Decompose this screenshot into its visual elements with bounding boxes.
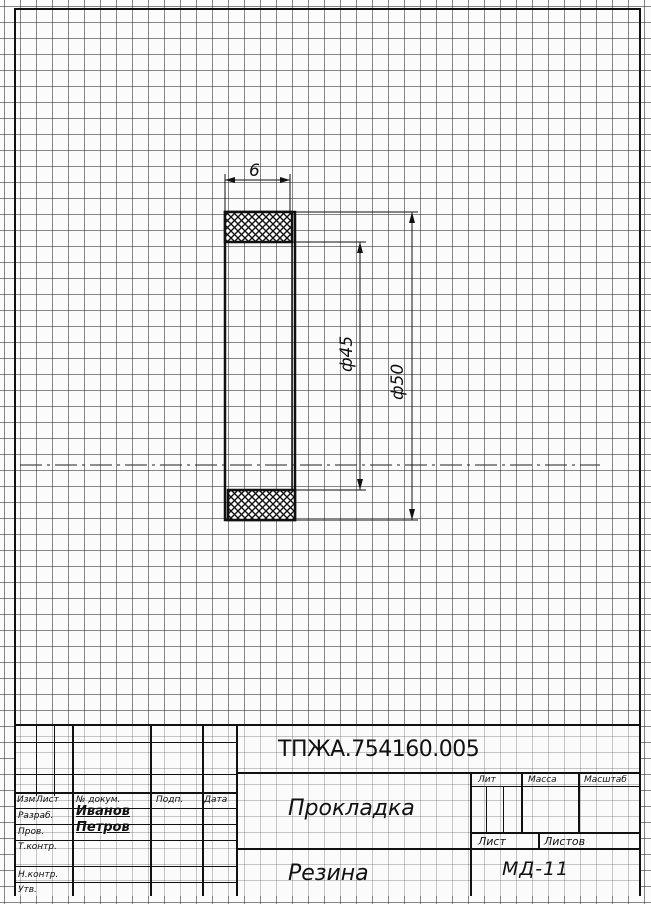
tb-header-doc-no: № докум. — [76, 795, 121, 805]
title-block: Изм Лист № докум. Подп. Дата Разраб. Про… — [16, 724, 639, 896]
tb-vline — [470, 772, 472, 896]
tb-hline — [16, 742, 236, 743]
tb-role-approved: Утв. — [18, 885, 37, 895]
tb-part-name: Прокладка — [288, 796, 415, 821]
tb-hline — [16, 866, 236, 867]
tb-vline — [54, 726, 55, 796]
tb-vline — [72, 726, 74, 896]
tb-vline — [521, 772, 523, 834]
tb-meta-sheets: Листов — [544, 835, 586, 848]
tb-hline — [236, 848, 639, 850]
tb-hline — [16, 824, 236, 825]
tb-hline — [470, 786, 639, 787]
tb-meta-mass: Масса — [528, 775, 557, 785]
tb-vline — [202, 726, 204, 896]
width-arrow-right — [280, 177, 290, 183]
tb-hline — [470, 832, 639, 834]
tb-vline — [150, 726, 152, 896]
tb-hline — [16, 774, 236, 775]
tb-vline — [36, 726, 37, 796]
tb-vline — [538, 832, 540, 848]
tb-header-date: Дата — [204, 795, 228, 805]
outer-diameter-arrow-top — [409, 212, 415, 223]
tb-designation: ТПЖА.754160.005 — [278, 737, 480, 762]
tb-hline — [16, 840, 236, 841]
tb-role-norm-control: Н.контр. — [18, 870, 59, 880]
tb-role-tech-control: Т.контр. — [18, 842, 58, 852]
gasket-bottom-hatched-section — [226, 488, 297, 522]
outer-diameter-arrow-bottom — [409, 509, 415, 520]
tb-hline — [16, 882, 236, 883]
tb-vline — [236, 726, 238, 896]
tb-hline — [236, 772, 639, 774]
tb-header-list: Лист — [36, 795, 59, 805]
tb-vline — [578, 772, 580, 834]
tb-hline — [16, 792, 236, 794]
inner-diameter-arrow-bottom — [357, 479, 363, 490]
tb-hline — [16, 808, 236, 809]
gasket-top-hatched-section — [223, 210, 294, 244]
outer-diameter-label: ф50 — [388, 364, 408, 400]
tb-checker-name: Петров — [76, 820, 130, 835]
tb-meta-lit: Лит — [478, 775, 496, 785]
tb-vline — [503, 786, 504, 832]
tb-grade: МД-11 — [502, 858, 570, 880]
tb-header-izm: Изм — [17, 795, 36, 805]
tb-material: Резина — [288, 861, 369, 886]
tb-role-checker: Пров. — [18, 827, 45, 837]
width-arrow-left — [225, 177, 235, 183]
inner-diameter-arrow-top — [357, 242, 363, 253]
tb-meta-sheet: Лист — [478, 835, 506, 848]
tb-header-sign: Подп. — [156, 795, 184, 805]
tb-vline — [486, 786, 487, 832]
inner-diameter-label: ф45 — [337, 336, 357, 372]
gasket-section-outline — [223, 210, 297, 522]
tb-role-developer: Разраб. — [18, 811, 54, 821]
width-dimension-label: 6 — [249, 161, 260, 181]
tb-meta-scale: Масштаб — [584, 775, 627, 785]
tb-developer-name: Иванов — [76, 804, 131, 819]
